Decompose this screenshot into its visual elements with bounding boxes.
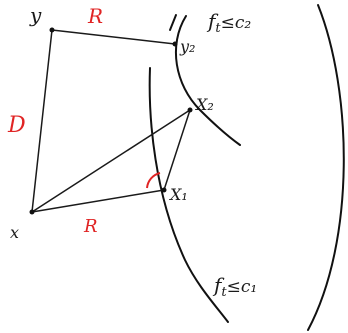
label-y2: y₂ [179, 37, 195, 56]
vertex-x1 [161, 187, 167, 193]
outer-boundary-curve [307, 4, 345, 331]
label-x1: X₁ [168, 185, 188, 204]
label-r-bottom: R [83, 216, 98, 237]
vertex-x [29, 209, 35, 215]
edge-y-x [31, 29, 53, 213]
label-y: y [29, 3, 42, 27]
edge-x1-x2 [163, 109, 191, 191]
level-curve-lower [148, 67, 229, 323]
edge-y-y2 [51, 29, 176, 45]
label-x: x [10, 223, 19, 242]
angle-arc [146, 172, 161, 189]
level-label-upper: ft≤c₂ [206, 9, 251, 36]
edge-x-x2 [31, 109, 191, 213]
edge-x-x1 [31, 189, 165, 213]
level-curve-upper [174, 15, 241, 146]
vertex-y2 [172, 41, 178, 47]
label-r-top: R [87, 4, 103, 28]
label-x2: X₂ [194, 95, 214, 114]
tick-mark [169, 14, 177, 31]
level-label-lower: ft≤c₁ [212, 273, 257, 300]
vertex-x2 [187, 107, 193, 113]
label-d: D [7, 113, 26, 138]
vertex-y [49, 27, 55, 33]
